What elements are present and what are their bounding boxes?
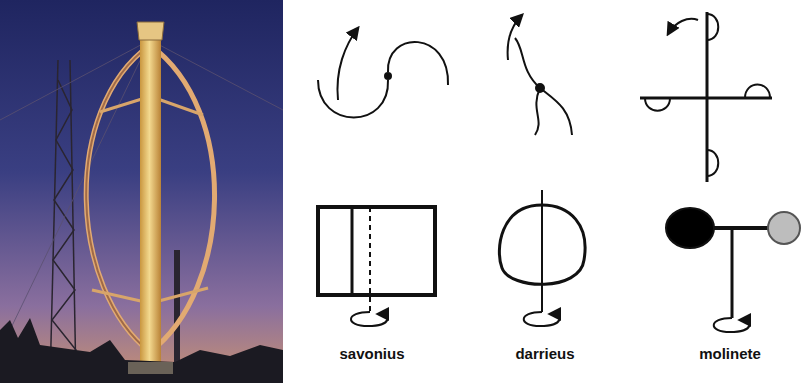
turbine-photo xyxy=(0,0,283,383)
rotor-type-label: savonius xyxy=(339,345,404,362)
rotor-label-holder: savonius xyxy=(339,345,404,362)
rotor-label-holder: molinete xyxy=(699,345,761,362)
rotor-sketches xyxy=(318,12,800,332)
rotor-type-label: molinete xyxy=(699,345,761,362)
rotor-label-holder: darrieus xyxy=(515,345,574,362)
rotor-type-label: darrieus xyxy=(515,345,574,362)
